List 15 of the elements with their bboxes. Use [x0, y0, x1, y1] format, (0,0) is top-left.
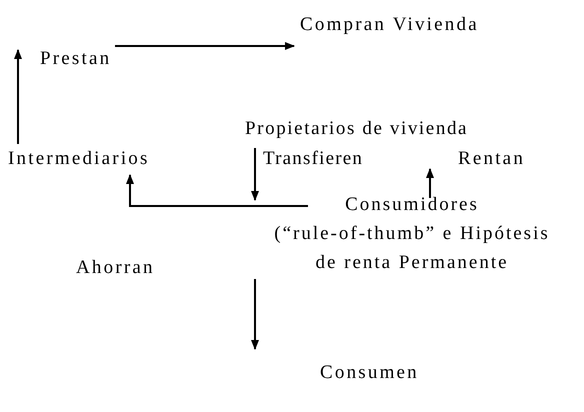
node-label: Ahorran: [76, 253, 155, 282]
arrow: [115, 42, 295, 50]
arrow: [251, 279, 259, 350]
node-label: Consumidores (“rule-of-thumb” e Hipótesis de renta Permanente: [266, 190, 558, 277]
node-label: Consumen: [320, 358, 419, 387]
arrow: [251, 148, 259, 201]
node-label: Compran Vivienda: [300, 10, 479, 39]
arrow: [426, 168, 434, 198]
node-label: Prestan: [40, 44, 112, 73]
arrow: [14, 49, 22, 144]
node-label: Transfieren: [263, 144, 364, 173]
node-label: Intermediarios: [8, 144, 150, 173]
node-label: Propietarios de vivienda: [245, 114, 468, 143]
node-label: Rentan: [458, 144, 526, 173]
arrow: [126, 174, 308, 207]
